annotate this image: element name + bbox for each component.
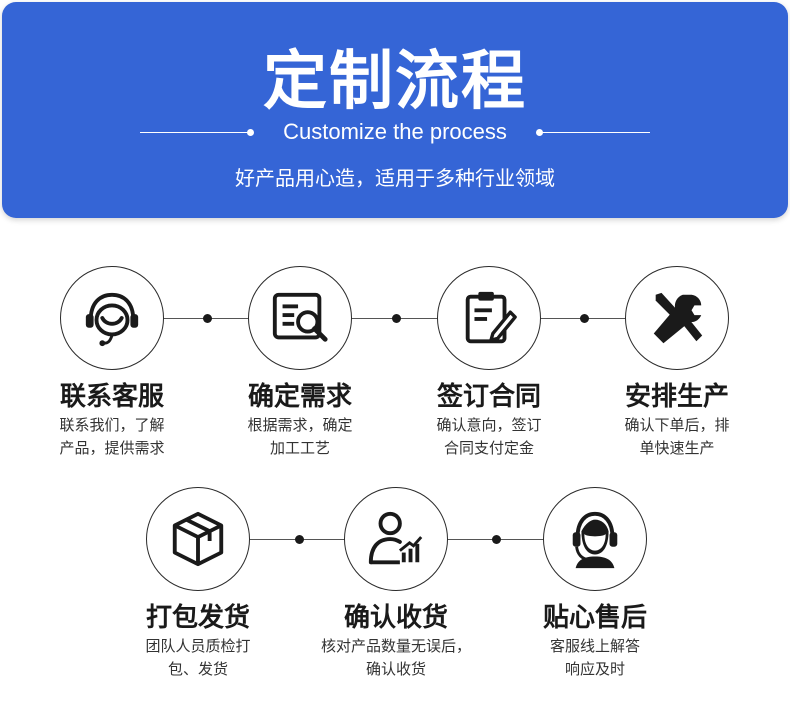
support-agent-icon [572,511,618,569]
subtitle-line-left [140,132,248,133]
connector-dot [580,314,589,323]
step-desc-line-2: 合同支付定金 [443,439,534,457]
connector-dot [492,535,501,544]
step-desc-line-2: 响应及时 [564,660,625,678]
step-title: 贴心售后 [542,603,647,633]
step-title: 安排生产 [624,382,729,412]
step-6-circle [344,487,448,591]
step-2-circle [248,266,352,370]
page-title: 定制流程 [263,45,527,119]
connector-dot [203,314,212,323]
step-5-circle [146,487,250,591]
step-desc-line-1: 团队人员质检打 [145,637,251,655]
subtitle-line-right [542,132,650,133]
subtitle-dot-left [247,129,254,136]
clipboard-pen-icon [465,291,517,344]
customer-service-headset-icon [85,292,139,347]
step-desc-line-1: 核对产品数量无误后， [320,637,471,655]
step-desc-line-1: 客服线上解答 [549,637,640,655]
step-desc-line-1: 确认下单后，排 [624,416,730,434]
tagline: 好产品用心造，适用于多种行业领域 [235,166,555,190]
step-title: 打包发货 [145,603,250,633]
connector-dot [392,314,401,323]
subtitle-english: Customize the process [283,119,507,144]
step-desc-line-1: 根据需求，确定 [247,416,353,434]
step-desc-line-2: 加工工艺 [269,439,330,457]
step-desc-line-2: 单快速生产 [639,439,715,457]
subtitle-dot-right [536,129,543,136]
wrench-screwdriver-icon [653,292,703,344]
step-desc-line-2: 产品，提供需求 [59,439,165,457]
document-magnifier-icon [272,292,328,342]
step-4-circle [625,266,729,370]
step-title: 确定需求 [247,382,352,412]
step-title: 确认收货 [343,603,448,633]
step-desc-line-2: 确认收货 [365,660,426,678]
step-7-circle [543,487,647,591]
connector-dot [295,535,304,544]
step-desc-line-1: 确认意向，签订 [436,416,542,434]
step-desc-line-1: 联系我们，了解 [59,416,165,434]
step-3-circle [437,266,541,370]
subtitle-row: Customize the process [2,118,788,148]
step-desc-line-2: 包、发货 [167,660,228,678]
header-banner: 定制流程 Customize the process 好产品用心造，适用于多种行… [2,2,788,218]
package-box-icon [172,511,224,567]
person-chart-icon [368,511,423,565]
step-title: 联系客服 [59,382,164,412]
step-1-circle [60,266,164,370]
step-title: 签订合同 [436,382,541,412]
